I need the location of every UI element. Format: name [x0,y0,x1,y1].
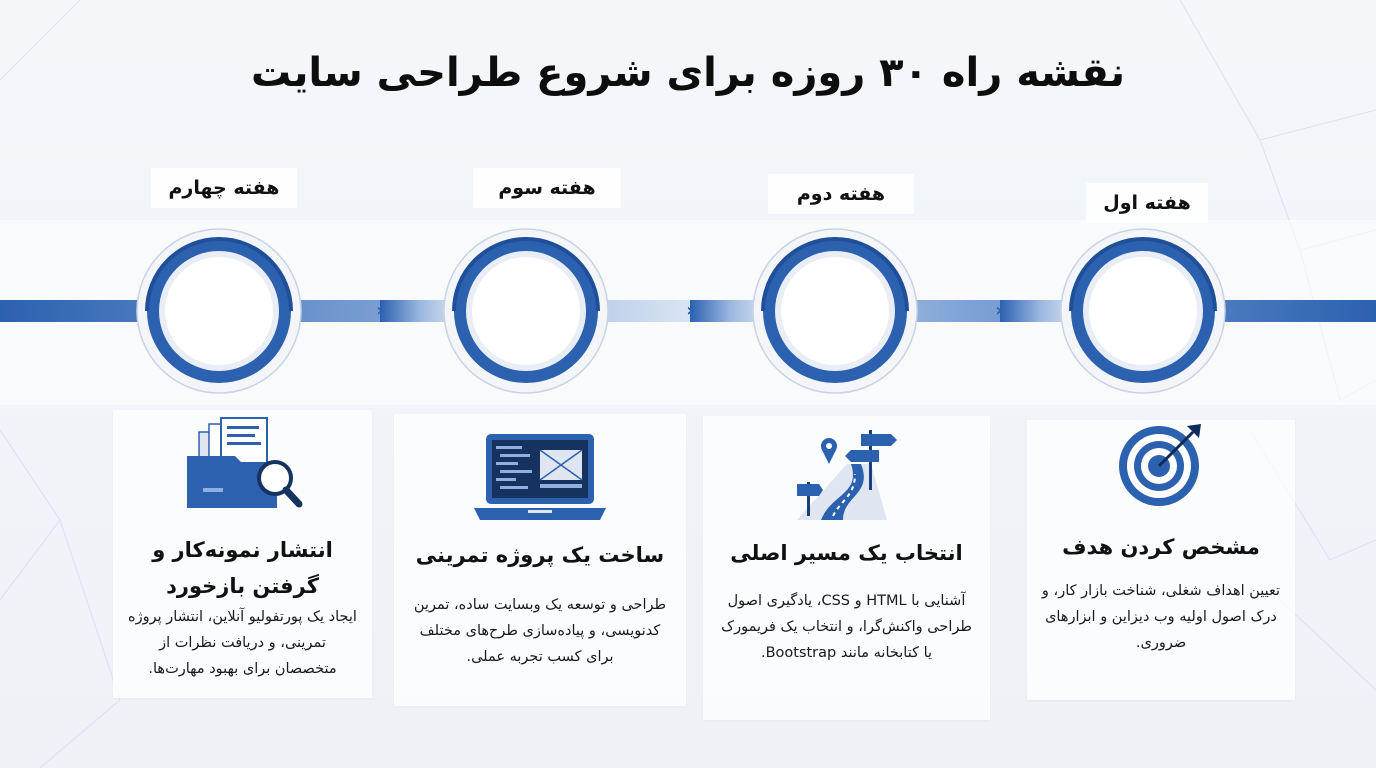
step-title-1: مشخص کردن هدف [1062,535,1260,559]
page-title: نقشه راه ۳۰ روزه برای شروع طراحی سایت [251,50,1125,96]
step-title-4: انتشار نمونه‌کار و گرفتن بازخورد [152,538,333,598]
laptop-code-icon [474,434,606,520]
road-signpost-icon [797,430,897,520]
week-label-3: هفته سوم [473,168,621,208]
week-label-1: هفته اول [1086,183,1208,223]
step-description-2: آشنایی با HTML و CSS، یادگیری اصول طراحی… [721,593,972,661]
step-title-3: ساخت یک پروژه تمرینی [415,543,665,567]
chevron-left-icon: ‹ [686,300,694,321]
week-label-4: هفته چهارم [151,168,297,208]
timeline-node-4 [136,228,302,394]
timeline-node-3 [443,228,609,394]
timeline-node-1 [1060,228,1226,394]
step-description-3: طراحی و توسعه یک وبسایت ساده، تمرین کدنو… [413,597,667,665]
step-card-2: انتخاب یک مسیر اصلی آشنایی با HTML و CSS… [703,416,990,720]
step-card-4: انتشار نمونه‌کار و گرفتن بازخورد ایجاد ی… [113,410,372,698]
step-title-2: انتخاب یک مسیر اصلی [730,541,963,565]
chevron-left-icon: ‹ [376,300,384,321]
step-description-4: ایجاد یک پورتفولیو آنلاین، انتشار پروژه … [128,609,357,677]
timeline-node-2 [752,228,918,394]
step-card-3: ساخت یک پروژه تمرینی طراحی و توسعه یک وب… [394,414,686,706]
target-icon [1119,424,1201,506]
portfolio-search-icon [187,417,303,508]
week-label-2: هفته دوم [768,174,914,214]
step-card-1: مشخص کردن هدف تعیین اهداف شغلی، شناخت با… [1027,420,1295,700]
step-description-1: تعیین اهداف شغلی، شناخت بازار کار، و درک… [1041,583,1281,651]
chevron-left-icon: ‹ [995,300,1003,321]
